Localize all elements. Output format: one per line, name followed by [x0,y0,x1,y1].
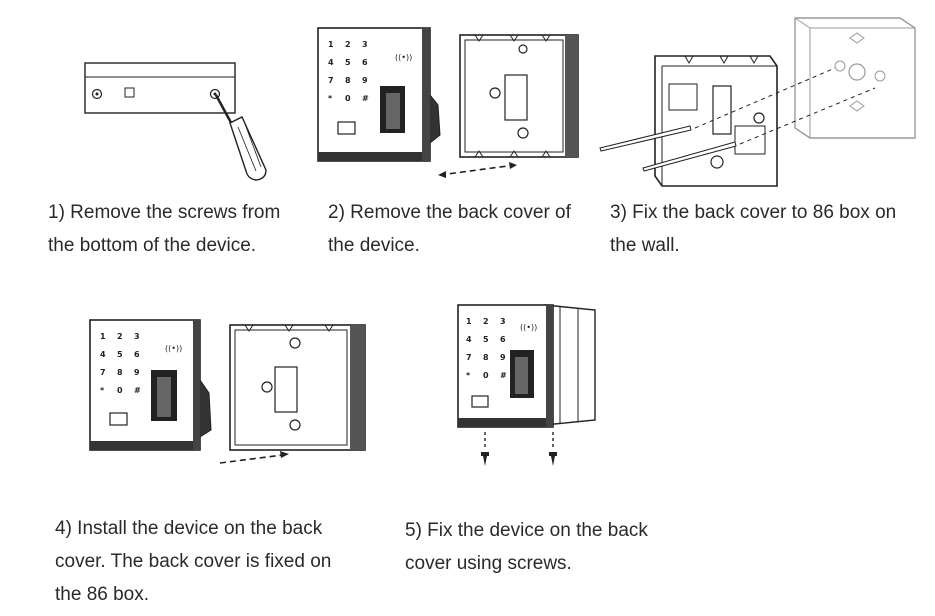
keypad-key: 5 [117,350,123,359]
keypad-key: * [328,94,333,103]
keypad-key: 3 [362,40,368,49]
keypad-key: * [100,386,105,395]
step-4-caption: 4) Install the device on the back cover.… [55,512,331,611]
keypad-key: 8 [483,353,489,362]
keypad-key: 0 [483,371,489,380]
back-cover [229,324,366,451]
keypad-key: * [466,371,471,380]
assembled-device: 1 2 3 4 5 6 7 8 9 * 0 # ((•)) [457,304,596,428]
keypad-key: 7 [466,353,472,362]
keypad-key: 8 [117,368,123,377]
keypad-key: 9 [362,76,368,85]
back-cover [459,34,579,158]
doorbell-button [337,121,356,135]
usb-port-icon [124,87,135,98]
wall-box-86 [794,17,916,139]
keypad-key: 0 [117,386,123,395]
keypad: 1 2 3 4 5 6 7 8 9 * 0 # [100,332,141,395]
keypad-key: 5 [483,335,489,344]
caption-line: cover using screws. [405,553,572,574]
caption-line: 5) Fix the device on the back [405,520,648,541]
keypad: 1 2 3 4 5 6 7 8 9 * 0 # [466,317,507,380]
step3-illustration [599,17,916,187]
keypad-key: 2 [483,317,489,326]
step-3-caption: 3) Fix the back cover to 86 box on the w… [610,196,896,262]
keypad-key: 4 [328,58,334,67]
keypad-key: # [500,371,507,380]
keypad-key: 3 [134,332,140,341]
caption-line: the bottom of the device. [48,235,257,256]
separation-arrow-icon [438,162,517,178]
keypad-key: 4 [466,335,472,344]
keypad-key: 1 [328,40,334,49]
caption-line: the wall. [610,235,680,256]
keypad-key: # [362,94,369,103]
caption-line: the device. [328,235,420,256]
step4-illustration: 1 2 3 4 5 6 7 8 9 * 0 # ((•)) [89,319,366,464]
keypad-key: 7 [100,368,106,377]
screw-icon [91,88,103,100]
doorbell-button [109,412,128,426]
device-front-panel: 1 2 3 4 5 6 7 8 9 * 0 # ((•)) [89,319,212,451]
keypad-key: 9 [134,368,140,377]
back-cover [654,55,778,187]
keypad-key: 0 [345,94,351,103]
caption-line: cover. The back cover is fixed on [55,551,332,572]
install-arrow-icon [219,451,289,464]
keypad: 1 2 3 4 5 6 7 8 9 * 0 # [328,40,369,103]
keypad-key: 5 [345,58,351,67]
screwdriver-icon [214,94,267,181]
screw-icon [549,432,557,466]
rfid-icon: ((•)) [395,53,412,62]
step-5-caption: 5) Fix the device on the back cover usin… [405,514,648,580]
caption-line: 4) Install the device on the back [55,518,323,539]
keypad-key: 2 [345,40,351,49]
caption-line: the 86 box. [55,584,150,605]
caption-line: 1) Remove the screws from [48,202,281,223]
keypad-key: 9 [500,353,506,362]
step-1-caption: 1) Remove the screws from the bottom of … [48,196,280,262]
keypad-key: 8 [345,76,351,85]
step5-illustration: 1 2 3 4 5 6 7 8 9 * 0 # ((•)) [457,304,596,466]
rfid-icon: ((•)) [165,344,182,353]
keypad-key: 6 [362,58,368,67]
device-front-panel: 1 2 3 4 5 6 7 8 9 * 0 # ((•)) [317,27,441,162]
device-bottom-panel [84,62,236,114]
step2-illustration: 1 2 3 4 5 6 7 8 9 * 0 # ((•)) [317,27,579,178]
keypad-key: # [134,386,141,395]
step1-illustration [84,62,267,181]
keypad-key: 7 [328,76,334,85]
keypad-key: 2 [117,332,123,341]
rfid-icon: ((•)) [520,323,537,332]
keypad-key: 4 [100,350,106,359]
keypad-key: 6 [134,350,140,359]
keypad-key: 3 [500,317,506,326]
screw-icon [481,432,489,466]
keypad-key: 6 [500,335,506,344]
step-2-caption: 2) Remove the back cover of the device. [328,196,571,262]
caption-line: 3) Fix the back cover to 86 box on [610,202,897,223]
wall-screw-icon [599,67,876,172]
screw-icon [209,88,221,100]
keypad-key: 1 [100,332,106,341]
doorbell-button [471,395,489,408]
caption-line: 2) Remove the back cover of [328,202,571,223]
keypad-key: 1 [466,317,472,326]
